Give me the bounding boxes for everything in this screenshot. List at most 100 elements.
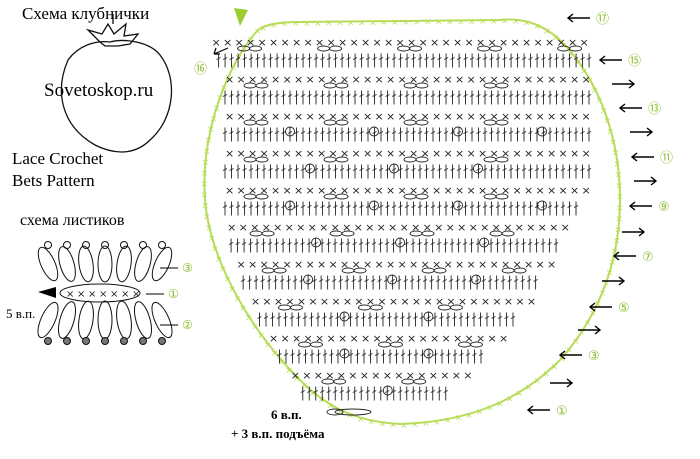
leaf-petal-bottom bbox=[37, 301, 59, 339]
sc-stitch: × bbox=[432, 73, 441, 86]
sc-stitch: × bbox=[490, 73, 499, 86]
pattern-caption: Lace Crochet Bets Pattern bbox=[12, 148, 103, 192]
bobble-stitch bbox=[537, 126, 547, 137]
chain-5-label: 5 в.п. bbox=[6, 306, 36, 321]
sc-stitch: × bbox=[237, 73, 246, 86]
bobble-stitch bbox=[387, 274, 398, 285]
row-number: ⑰ bbox=[596, 12, 609, 27]
outline-stitch: × bbox=[314, 19, 322, 29]
sc-stitch: × bbox=[490, 184, 499, 197]
leaf-sc-stitch: × bbox=[132, 289, 140, 300]
outline-stitch: × bbox=[247, 35, 255, 45]
row-number: ⑨ bbox=[658, 200, 670, 215]
sc-stitch: × bbox=[511, 36, 520, 49]
chain-loop bbox=[290, 304, 303, 311]
sc-stitch: × bbox=[236, 258, 245, 271]
sc-stitch: × bbox=[235, 36, 244, 49]
leaf-bobble bbox=[63, 337, 71, 345]
sc-stitch: × bbox=[570, 184, 579, 197]
outline-stitch: × bbox=[219, 265, 227, 275]
outline-stitch: × bbox=[380, 18, 388, 28]
sc-stitch: × bbox=[360, 369, 369, 382]
caption-line-2: Bets Pattern bbox=[12, 171, 95, 190]
sc-stitch: × bbox=[409, 73, 418, 86]
outline-stitch: × bbox=[264, 341, 272, 351]
sc-stitch: × bbox=[248, 258, 257, 271]
sc-stitch: × bbox=[375, 184, 384, 197]
chain-loop bbox=[310, 341, 323, 348]
outline-stitch: × bbox=[602, 279, 610, 289]
sc-stitch: × bbox=[570, 73, 579, 86]
chain-loop bbox=[273, 267, 287, 274]
chain-loop bbox=[415, 156, 429, 163]
sc-stitch: × bbox=[561, 221, 570, 234]
outline-stitch: × bbox=[565, 346, 573, 356]
sc-stitch: × bbox=[329, 73, 338, 86]
leaf-bobble bbox=[101, 241, 109, 249]
sc-stitch: × bbox=[490, 147, 499, 160]
sc-stitch: × bbox=[420, 258, 429, 271]
sc-stitch: × bbox=[478, 147, 487, 160]
sc-stitch: × bbox=[389, 295, 398, 308]
sc-stitch: × bbox=[325, 369, 334, 382]
outline-stitch: × bbox=[391, 18, 399, 28]
sc-stitch: × bbox=[421, 110, 430, 123]
bobble-stitch bbox=[389, 163, 399, 174]
outline-stitch: × bbox=[615, 170, 623, 180]
chain-loop bbox=[370, 304, 383, 311]
outline-stitch: × bbox=[270, 21, 278, 31]
leaf-petal-top bbox=[134, 246, 152, 282]
sc-stitch: × bbox=[442, 36, 451, 49]
leaf-scheme: ×××××××③①② bbox=[37, 241, 193, 345]
chain-loop bbox=[495, 119, 509, 126]
leaf-petal-bottom bbox=[116, 300, 132, 340]
sc-stitch: × bbox=[319, 221, 328, 234]
sc-stitch: × bbox=[271, 110, 280, 123]
sc-stitch: × bbox=[352, 184, 361, 197]
leaf-row-number: ① bbox=[168, 287, 179, 301]
sc-stitch: × bbox=[386, 184, 395, 197]
sc-stitch: × bbox=[342, 221, 351, 234]
outline-stitch: × bbox=[205, 223, 213, 233]
outline-stitch: × bbox=[213, 104, 221, 114]
sc-stitch: × bbox=[388, 221, 397, 234]
outline-stitch: × bbox=[325, 19, 333, 29]
bobble-stitch bbox=[423, 311, 434, 322]
sc-stitch: × bbox=[329, 147, 338, 160]
leaf-sc-stitch: × bbox=[77, 289, 85, 300]
sc-stitch: × bbox=[371, 369, 380, 382]
chain-loop bbox=[333, 378, 347, 385]
outline-stitch: × bbox=[251, 323, 259, 333]
sc-stitch: × bbox=[386, 73, 395, 86]
outline-stitch: × bbox=[369, 18, 377, 28]
chain-3-label: + 3 в.п. подъёма bbox=[231, 426, 325, 441]
sc-stitch: × bbox=[501, 73, 510, 86]
sc-stitch: × bbox=[394, 369, 403, 382]
outline-stitch: × bbox=[411, 420, 419, 430]
sc-stitch: × bbox=[455, 110, 464, 123]
row-number: ③ bbox=[588, 349, 600, 364]
sc-stitch: × bbox=[283, 73, 292, 86]
right-arrow-icon bbox=[622, 227, 646, 237]
outline-stitch: × bbox=[202, 158, 210, 168]
sc-stitch: × bbox=[513, 110, 522, 123]
sc-stitch: × bbox=[269, 332, 278, 345]
outline-stitch: × bbox=[278, 358, 286, 368]
sc-stitch: × bbox=[259, 258, 268, 271]
sc-stitch: × bbox=[419, 332, 428, 345]
sc-stitch: × bbox=[294, 184, 303, 197]
outline-stitch: × bbox=[496, 399, 504, 409]
sc-stitch: × bbox=[515, 221, 524, 234]
outline-stitch: × bbox=[446, 18, 454, 28]
outline-stitch: × bbox=[200, 180, 208, 190]
sc-stitch: × bbox=[409, 258, 418, 271]
leaf-bobble bbox=[139, 337, 147, 345]
outline-stitch: × bbox=[220, 83, 228, 93]
bobble-stitch bbox=[339, 348, 350, 359]
outline-stitch: × bbox=[572, 337, 580, 347]
sc-stitch: × bbox=[283, 184, 292, 197]
leaf-sc-stitch: × bbox=[99, 289, 107, 300]
sc-stitch: × bbox=[504, 295, 513, 308]
outline-stitch: × bbox=[400, 421, 408, 431]
sc-stitch: × bbox=[354, 221, 363, 234]
